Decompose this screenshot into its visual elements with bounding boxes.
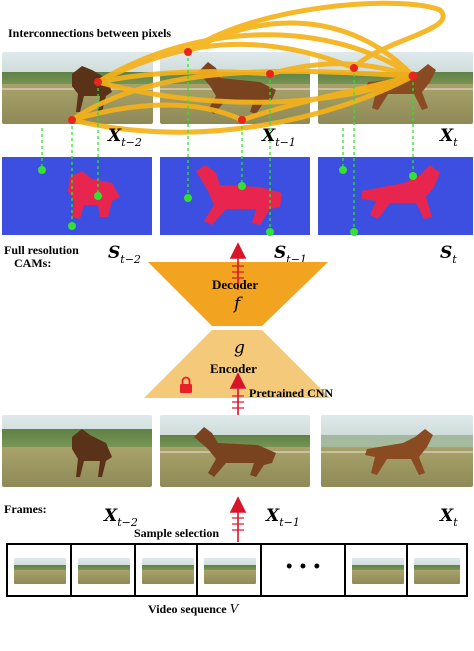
ellipsis-cell: • • •: [262, 545, 346, 595]
input-frame-t-2: [2, 415, 152, 487]
lock-icon: [180, 376, 192, 393]
video-frame: [408, 545, 466, 595]
frames-label: Frames:: [4, 502, 47, 516]
label-x-t: Xt: [440, 126, 458, 149]
label-s-t: St: [440, 243, 457, 266]
cam-blob: [362, 165, 440, 219]
correspondence-lines: [41, 52, 414, 232]
horse-silhouette: [366, 64, 436, 110]
label-input-x-t-1: Xt−1: [266, 506, 300, 529]
input-frame-t: [321, 415, 473, 487]
horse-silhouette: [365, 429, 433, 475]
arrow-ticks: [232, 265, 244, 531]
red-dots: [68, 48, 418, 124]
decoder-label: Decoder: [212, 277, 259, 292]
video-sequence-label: Video sequence V: [148, 602, 239, 617]
cam-t-2: [2, 157, 152, 235]
decoder-symbol: f: [234, 294, 241, 314]
label-s-t-2: St−2: [108, 243, 141, 266]
video-frame: [346, 545, 408, 595]
horse-silhouette: [194, 427, 276, 477]
sample-selection-label: Sample selection: [134, 526, 219, 540]
encoder-label: Encoder: [210, 361, 257, 376]
full-resolution-label: Full resolution CAMs:: [4, 243, 79, 270]
label-input-x-t: Xt: [440, 506, 458, 529]
pixel-links: [69, 0, 446, 135]
encoder-symbol: g: [234, 338, 245, 358]
video-frame: [136, 545, 198, 595]
video-frame: [72, 545, 136, 595]
label-input-x-t-2: Xt−2: [104, 506, 138, 529]
video-frame: [8, 545, 72, 595]
flow-arrows: [229, 242, 247, 542]
video-frame: [198, 545, 262, 595]
decoder-funnel: [148, 262, 328, 326]
label-x-t-1: Xt−1: [262, 126, 296, 149]
ellipsis: • • •: [284, 559, 322, 575]
green-dots: [38, 166, 417, 236]
input-frame-t-1: [160, 415, 310, 487]
horse-silhouette: [72, 429, 112, 477]
video-sequence-strip: • • •: [6, 543, 468, 597]
pretrained-cnn-label: Pretrained CNN: [249, 386, 334, 400]
encoder-funnel: [144, 330, 330, 398]
cam-blob: [68, 171, 120, 219]
cam-blob: [196, 165, 282, 225]
label-x-t-2: Xt−2: [108, 126, 142, 149]
interconnections-title: Interconnections between pixels: [8, 26, 172, 40]
